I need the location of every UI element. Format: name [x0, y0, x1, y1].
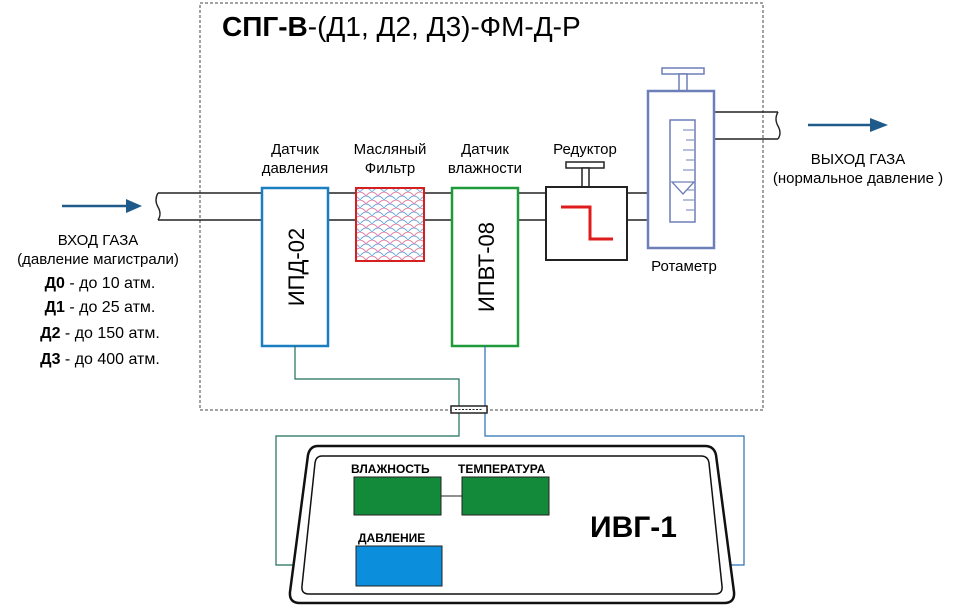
humidity-sensor-label: Датчик	[461, 141, 509, 158]
reducer-handle	[565, 161, 605, 169]
range-code: Д2	[40, 325, 60, 342]
inlet-range-d0: Д0 - до 10 атм.	[45, 275, 156, 292]
humidity-sensor-model: ИПВТ-08	[474, 222, 499, 312]
range-text: - до 25 атм.	[65, 299, 155, 316]
pressure-sensor-label-2: давления	[262, 160, 329, 177]
gas-pipeline	[155, 111, 781, 221]
range-text: - до 150 атм.	[60, 325, 159, 342]
system-title-rest: -(Д1, Д2, Д3)-ФМ-Д-Р	[308, 11, 581, 42]
rotameter-stem	[678, 73, 688, 92]
inlet-sublabel: (давление магистрали)	[17, 251, 179, 268]
device-name: ИВГ-1	[590, 511, 677, 544]
range-code: Д3	[40, 351, 60, 368]
inlet-range-d3: Д3 - до 400 атм.	[40, 351, 160, 368]
outlet-label: ВЫХОД ГАЗА	[811, 151, 905, 168]
rotameter-tube	[669, 119, 696, 223]
humidity-sensor: Датчик влажности ИПВТ-08	[448, 141, 522, 348]
temperature-display	[461, 476, 550, 516]
inlet-range-d1: Д1 - до 25 атм.	[45, 299, 156, 316]
outlet-sublabel: (нормальное давление )	[773, 170, 943, 187]
oil-filter: Масляный Фильтр	[354, 141, 427, 262]
oil-filter-label: Масляный	[354, 141, 427, 158]
oil-filter-body	[355, 187, 425, 262]
reducer-stem	[581, 167, 590, 188]
humidity-sensor-body	[450, 186, 520, 348]
range-text: - до 400 атм.	[60, 351, 159, 368]
rotameter-handle	[661, 67, 705, 75]
reducer: Редуктор	[545, 141, 628, 261]
system-title-bold: СПГ-В	[222, 11, 308, 42]
rotameter: Ротаметр	[646, 67, 717, 275]
inlet-arrow	[62, 199, 142, 213]
rotameter-float	[670, 181, 696, 195]
pressure-sensor-label: Датчик	[271, 141, 319, 158]
pressure-display-label: ДАВЛЕНИЕ	[358, 531, 425, 545]
outlet-arrow	[808, 118, 888, 132]
rotameter-label: Ротаметр	[651, 258, 717, 275]
range-text: - до 10 атм.	[65, 275, 155, 292]
range-code: Д1	[45, 299, 65, 316]
oil-filter-label-2: Фильтр	[365, 160, 415, 177]
pressure-display	[355, 545, 443, 587]
range-code: Д0	[45, 275, 65, 292]
temperature-display-label: ТЕМПЕРАТУРА	[458, 462, 546, 476]
humidity-display	[353, 476, 442, 516]
inlet-range-d2: Д2 - до 150 атм.	[40, 325, 160, 342]
reducer-label: Редуктор	[553, 141, 617, 158]
inlet-label: ВХОД ГАЗА	[58, 232, 139, 249]
reducer-step-icon	[561, 205, 613, 241]
system-title: СПГ-В-(Д1, Д2, Д3)-ФМ-Д-Р	[222, 11, 581, 42]
pressure-sensor: Датчик давления ИПД-02	[260, 141, 330, 348]
device-ivg1: ВЛАЖНОСТЬ ТЕМПЕРАТУРА ДАВЛЕНИЕ ИВГ-1	[288, 444, 736, 605]
humidity-sensor-label-2: влажности	[448, 160, 522, 177]
reducer-body	[545, 186, 628, 261]
pressure-sensor-model: ИПД-02	[284, 228, 309, 306]
humidity-display-label: ВЛАЖНОСТЬ	[351, 462, 430, 476]
